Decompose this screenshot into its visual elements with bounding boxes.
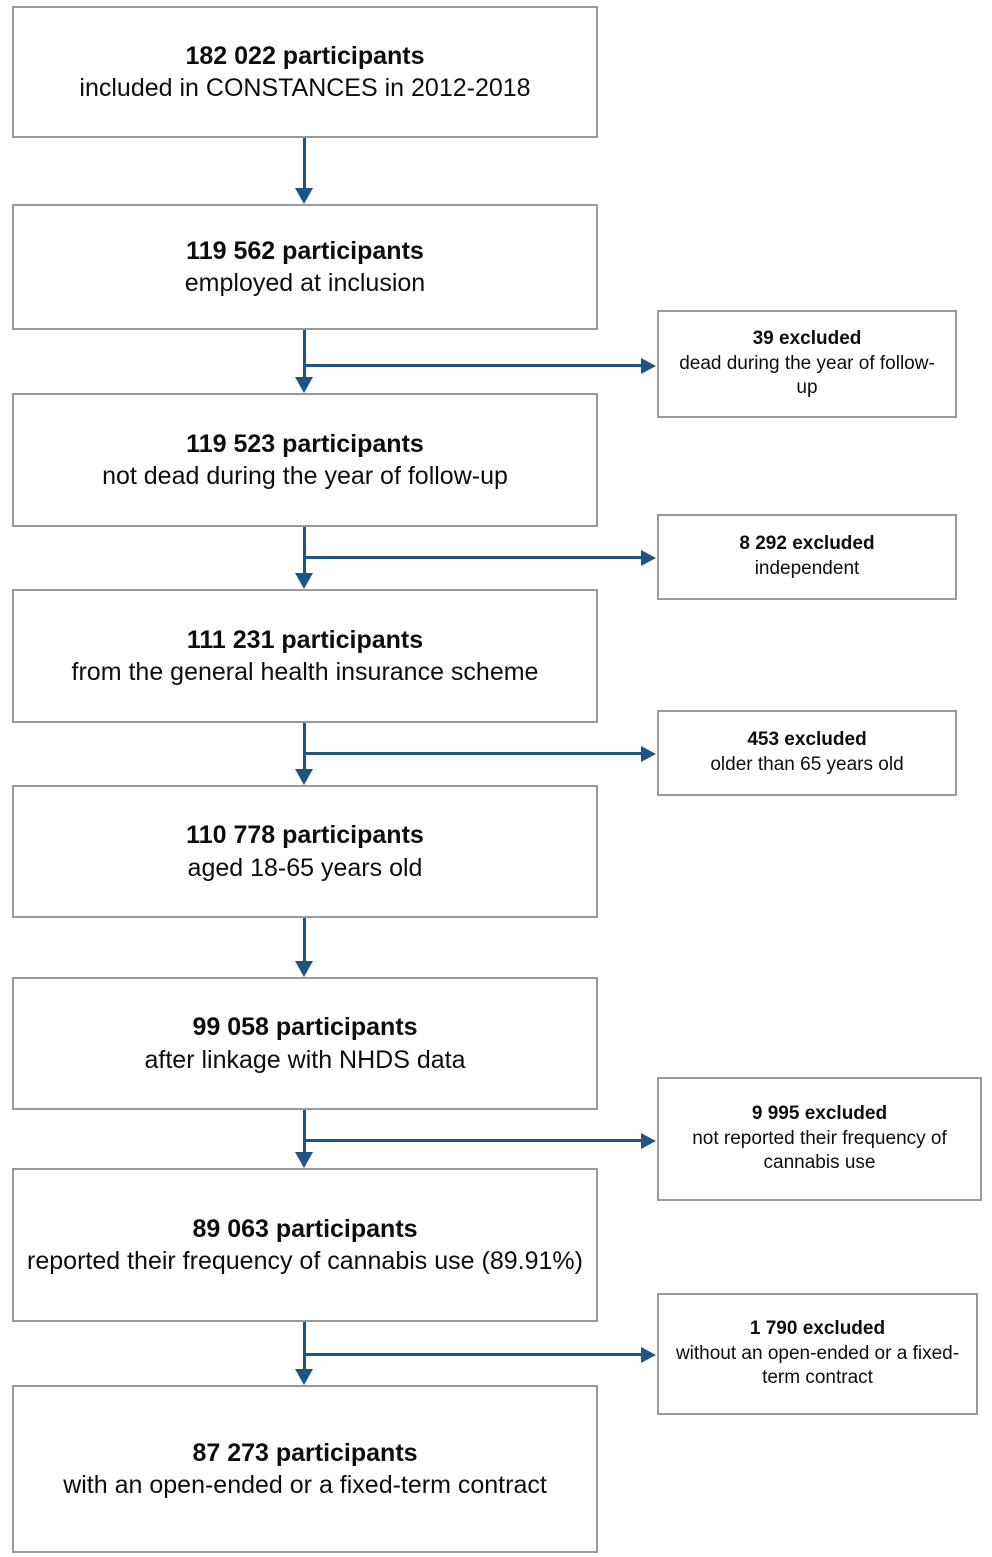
exclusion-node-1-description: dead during the year of follow-up	[679, 352, 935, 399]
exclusion-node-4-description: not reported their frequency of cannabis…	[692, 1127, 947, 1174]
flow-node-2-description: employed at inclusion	[184, 269, 426, 297]
flow-node-5: 110 778 participants aged 18-65 years ol…	[12, 785, 598, 918]
flow-node-7: 89 063 participants reported their frequ…	[12, 1168, 598, 1322]
exclusion-node-2-count: 8 292 excluded	[739, 533, 875, 555]
exclusion-node-4-count: 9 995 excluded	[751, 1102, 888, 1124]
branch-3-horizontal	[303, 752, 642, 755]
connector-3-arrowhead	[295, 573, 313, 589]
flow-node-1-description: included in CONSTANCES in 2012-2018	[79, 74, 531, 102]
branch-1-horizontal	[303, 364, 642, 367]
connector-4-vertical	[303, 723, 306, 769]
flow-node-2: 119 562 participants employed at inclusi…	[12, 204, 598, 330]
flow-node-4-description: from the general health insurance scheme	[71, 658, 539, 686]
exclusion-node-5-description: without an open-ended or a fixed-term co…	[675, 1342, 960, 1389]
branch-2-horizontal	[303, 556, 642, 559]
connector-4-arrowhead	[295, 769, 313, 785]
flow-node-3: 119 523 participants not dead during the…	[12, 393, 598, 527]
exclusion-node-5-count: 1 790 excluded	[749, 1317, 886, 1339]
connector-7-arrowhead	[295, 1369, 313, 1385]
exclusion-node-1-count: 39 excluded	[752, 327, 862, 349]
flow-node-7-description: reported their frequency of cannabis use…	[27, 1247, 583, 1275]
connector-6-vertical	[303, 1110, 306, 1152]
connector-1-vertical	[303, 138, 306, 190]
flow-node-8: 87 273 participants with an open-ended o…	[12, 1385, 598, 1553]
exclusion-node-5: 1 790 excluded without an open-ended or …	[657, 1293, 978, 1415]
exclusion-node-2: 8 292 excluded independent	[657, 514, 957, 600]
flow-node-4-count: 111 231 participants	[186, 625, 424, 654]
connector-2-vertical	[303, 330, 306, 377]
connector-5-vertical	[303, 918, 306, 961]
flow-node-6-description: after linkage with NHDS data	[144, 1045, 466, 1074]
flow-node-2-count: 119 562 participants	[186, 236, 424, 265]
branch-4-arrowhead	[641, 1133, 656, 1149]
exclusion-node-4: 9 995 excluded not reported their freque…	[657, 1077, 982, 1201]
branch-5-horizontal	[303, 1353, 642, 1356]
branch-1-arrowhead	[641, 358, 656, 374]
exclusion-node-3-count: 453 excluded	[747, 729, 867, 751]
flow-node-3-description: not dead during the year of follow-up	[102, 462, 508, 490]
flow-node-5-count: 110 778 participants	[186, 821, 424, 849]
flow-node-5-description: aged 18-65 years old	[187, 853, 423, 882]
connector-6-arrowhead	[295, 1152, 313, 1168]
branch-5-arrowhead	[641, 1347, 656, 1363]
connector-1-arrowhead	[295, 188, 313, 204]
connector-3-vertical	[303, 527, 306, 573]
connector-2-arrowhead	[295, 377, 313, 393]
exclusion-node-1: 39 excluded dead during the year of foll…	[657, 310, 957, 418]
flow-node-1-count: 182 022 participants	[185, 41, 425, 70]
flow-node-6: 99 058 participants after linkage with N…	[12, 977, 598, 1110]
flow-node-4: 111 231 participants from the general he…	[12, 589, 598, 723]
branch-3-arrowhead	[641, 746, 656, 762]
branch-2-arrowhead	[641, 550, 656, 566]
exclusion-node-3: 453 excluded older than 65 years old	[657, 710, 957, 796]
exclusion-node-3-description: older than 65 years old	[710, 754, 904, 775]
connector-5-arrowhead	[295, 961, 313, 977]
branch-4-horizontal	[303, 1139, 642, 1142]
flow-node-8-description: with an open-ended or a fixed-term contr…	[63, 1471, 547, 1499]
flow-node-8-count: 87 273 participants	[192, 1438, 418, 1467]
flow-node-7-count: 89 063 participants	[192, 1214, 418, 1243]
flow-node-3-count: 119 523 participants	[186, 429, 424, 458]
exclusion-node-2-description: independent	[754, 558, 860, 579]
flow-node-6-count: 99 058 participants	[192, 1013, 418, 1041]
flow-node-1: 182 022 participants included in CONSTAN…	[12, 6, 598, 138]
connector-7-vertical	[303, 1322, 306, 1369]
